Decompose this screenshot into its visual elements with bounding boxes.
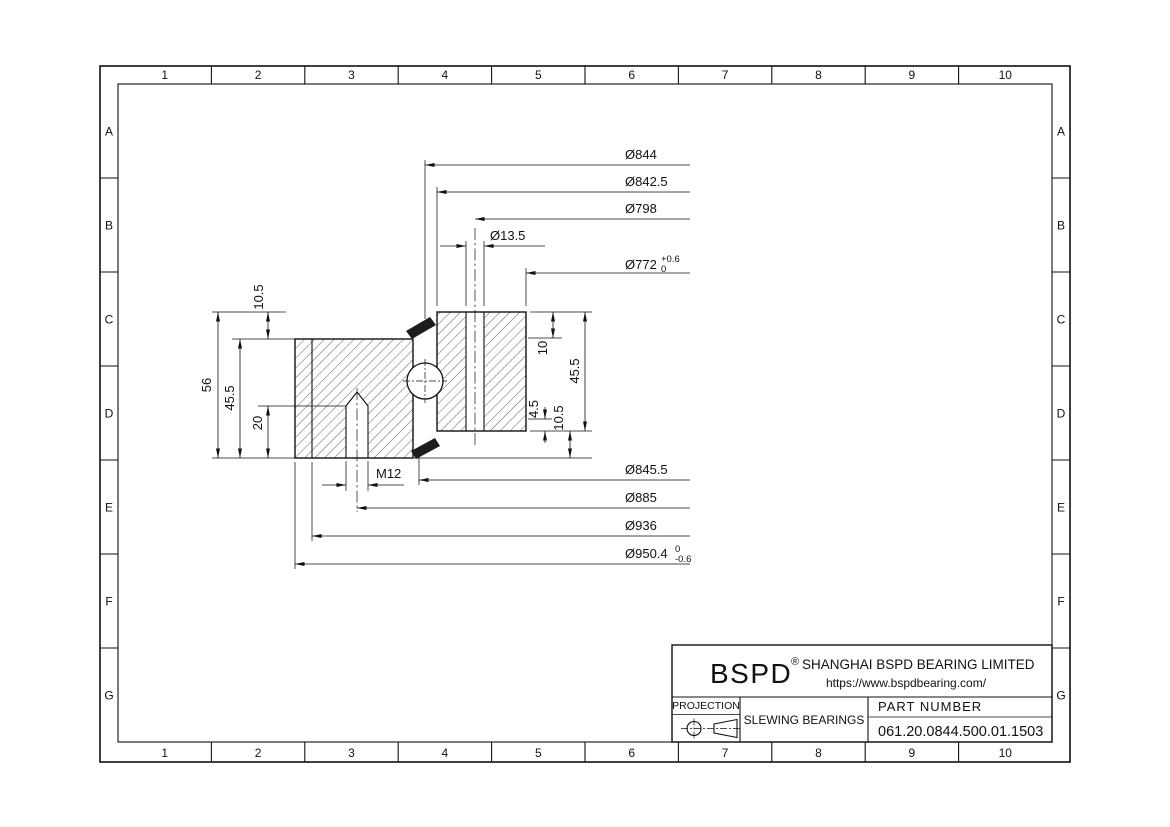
outer-ring-outline <box>294 338 414 459</box>
grid-column-label: 2 <box>255 68 262 82</box>
grid-row-label: D <box>1057 407 1066 421</box>
grid-column-label: 7 <box>722 746 729 760</box>
grid-column-label: 4 <box>442 746 449 760</box>
grid-column-label: 3 <box>348 68 355 82</box>
registered-trademark-symbol: ® <box>791 656 799 668</box>
upper-seal <box>406 317 436 339</box>
dim-label-844: Ø844 <box>625 147 657 162</box>
extension-lines <box>212 160 592 569</box>
dim-label-right-10: 10 <box>535 341 550 355</box>
lower-seal <box>411 438 440 459</box>
dim-label-772-tol-upper: +0.6 <box>661 254 680 265</box>
dim-label-13-5: Ø13.5 <box>490 228 525 243</box>
grid-row-label: F <box>105 595 112 609</box>
grid-row-label: E <box>1057 501 1065 515</box>
dim-label-936: Ø936 <box>625 518 657 533</box>
dim-label-56: 56 <box>199 378 214 392</box>
dim-label-772: Ø772 <box>625 257 657 272</box>
dim-label-left-10-5: 10.5 <box>251 284 266 309</box>
grid-column-label: 3 <box>348 746 355 760</box>
brand-logo-text: BSPD <box>710 658 792 689</box>
company-website: https://www.bspdbearing.com/ <box>826 676 987 690</box>
grid-row-label: C <box>105 313 114 327</box>
grid-column-label: 8 <box>815 746 822 760</box>
dim-label-845-5: Ø845.5 <box>625 462 668 477</box>
dim-label-885: Ø885 <box>625 490 657 505</box>
drawing-frame <box>99 65 1071 763</box>
grid-column-label: 6 <box>628 68 635 82</box>
grid-column-label: 9 <box>909 68 916 82</box>
grid-row-label: F <box>1057 595 1064 609</box>
dim-label-772-tol-lower: 0 <box>661 264 666 275</box>
dim-label-950-4: Ø950.4 <box>625 546 668 561</box>
grid-column-label: 10 <box>999 68 1013 82</box>
grid-row-label: C <box>1057 313 1066 327</box>
dim-label-20: 20 <box>250 416 265 430</box>
grid-column-label: 1 <box>161 68 168 82</box>
grid-column-label: 6 <box>628 746 635 760</box>
grid-row-label: B <box>105 219 113 233</box>
grid-column-label: 5 <box>535 746 542 760</box>
grid-column-label: 8 <box>815 68 822 82</box>
part-number-label: PART NUMBER <box>878 699 982 714</box>
centerlines <box>356 228 476 512</box>
grid-column-label: 9 <box>909 746 916 760</box>
dim-label-798: Ø798 <box>625 201 657 216</box>
dimension-lines <box>216 163 690 566</box>
dim-label-950-4-tol-upper: 0 <box>675 544 680 555</box>
dim-label-4-5: 4.5 <box>526 400 541 418</box>
dim-label-left-45-5: 45.5 <box>222 385 237 410</box>
dim-label-842-5: Ø842.5 <box>625 174 668 189</box>
grid-column-label: 2 <box>255 746 262 760</box>
dim-label-right-45-5: 45.5 <box>567 358 582 383</box>
first-angle-projection-icon <box>681 718 742 739</box>
grid-column-label: 5 <box>535 68 542 82</box>
grid-row-label: B <box>1057 219 1065 233</box>
dim-label-950-4-tol-lower: -0.6 <box>675 554 691 565</box>
grid-row-label: D <box>105 407 114 421</box>
dimension-labels: Ø844 Ø842.5 Ø798 Ø13.5 Ø772 +0.6 0 Ø845.… <box>199 147 691 565</box>
grid-ticks <box>100 66 1070 762</box>
dim-label-right-10-5: 10.5 <box>551 405 566 430</box>
grid-column-label: 7 <box>722 68 729 82</box>
grid-column-label: 1 <box>161 746 168 760</box>
dim-label-m12: M12 <box>376 466 401 481</box>
title-block: BSPD ® SHANGHAI BSPD BEARING LIMITED htt… <box>671 644 1053 743</box>
grid-column-label: 10 <box>999 746 1013 760</box>
product-type-label: SLEWING BEARINGS <box>744 713 865 727</box>
company-name: SHANGHAI BSPD BEARING LIMITED <box>802 657 1035 672</box>
projection-label: PROJECTION <box>672 700 740 712</box>
grid-row-label: A <box>1057 125 1065 139</box>
grid-row-label: G <box>1056 689 1065 703</box>
grid-row-label: G <box>104 689 113 703</box>
part-number-value: 061.20.0844.500.01.1503 <box>878 724 1043 740</box>
grid-row-label: E <box>105 501 113 515</box>
grid-column-label: 4 <box>442 68 449 82</box>
bearing-cross-section <box>294 311 527 459</box>
grid-row-label: A <box>105 125 113 139</box>
